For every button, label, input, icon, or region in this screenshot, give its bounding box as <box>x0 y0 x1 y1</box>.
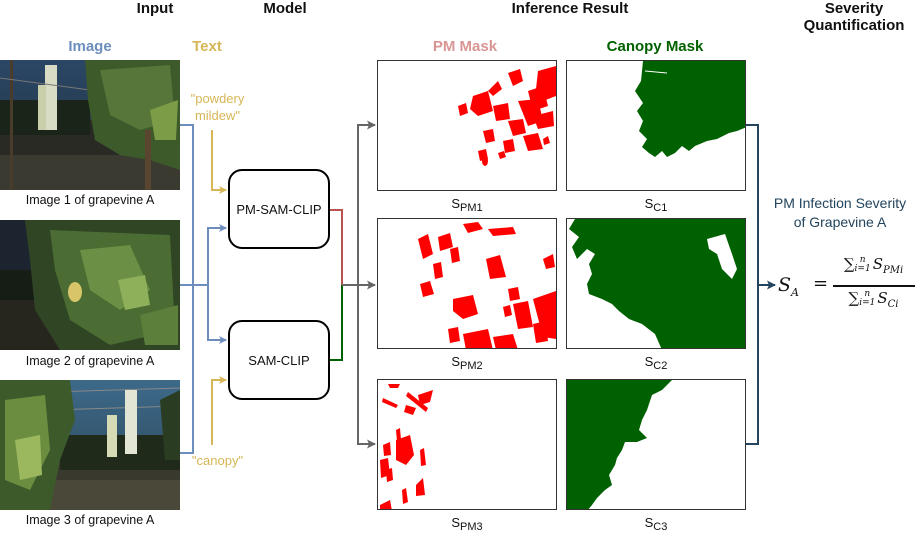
image-bus-lines <box>180 124 227 454</box>
subheader-text: Text <box>192 38 222 55</box>
formula-equals: = <box>813 273 829 294</box>
pm-mask-3 <box>377 379 557 510</box>
pm-mask-3-label-sub: PM3 <box>460 521 483 533</box>
grapevine-image-1 <box>0 60 180 190</box>
prompt-powdery-mildew: "powdery mildew" <box>180 90 255 124</box>
formula-den-s: S <box>877 289 888 307</box>
canopy-mask-1 <box>566 60 746 191</box>
inference-distribution-lines <box>342 120 376 449</box>
canopy-model-output-line <box>330 285 343 361</box>
pm-mask-3-blobs <box>380 384 433 509</box>
canopy-mask-3-shape <box>567 380 672 509</box>
header-severity-quantification: Severity Quantification <box>790 0 918 34</box>
canopy-mask-3 <box>566 379 746 510</box>
canopy-mask-2-label-main: S <box>644 354 654 369</box>
pm-mask-2 <box>377 218 557 349</box>
canopy-mask-1-label-sub: C1 <box>653 202 668 214</box>
header-model: Model <box>263 0 307 17</box>
formula-num-s: S <box>872 255 883 273</box>
formula-num-sum: ∑ <box>843 255 855 273</box>
canopy-mask-1-label-main: S <box>644 196 654 211</box>
text-prompt-lines <box>211 130 227 445</box>
header-severity-line2: Quantification <box>803 17 905 34</box>
canopy-mask-3-label-main: S <box>644 515 654 530</box>
pm-mask-1 <box>377 60 557 191</box>
header-input: Input <box>136 0 174 17</box>
model-pm-sam-clip[interactable]: PM-SAM-CLIP <box>228 169 330 249</box>
pm-mask-2-label: SPM2 <box>427 354 507 372</box>
pm-mask-1-blobs <box>458 66 556 166</box>
canopy-mask-2-label: SC2 <box>616 354 696 372</box>
subheader-pm-mask: PM Mask <box>432 38 498 55</box>
formula-lhs-symbol: S <box>778 274 792 296</box>
canopy-mask-3-label: SC3 <box>616 515 696 533</box>
canopy-mask-1-label: SC1 <box>616 196 696 214</box>
formula-num-sub: PMi <box>882 265 904 276</box>
subheader-image: Image <box>68 38 112 55</box>
model-sam-clip[interactable]: SAM-CLIP <box>228 320 330 400</box>
header-severity-line1: Severity <box>824 0 884 17</box>
formula-lhs: SA <box>778 274 799 299</box>
grapevine-image-3 <box>0 380 180 510</box>
image-2-caption: Image 2 of grapevine A <box>25 354 155 368</box>
canopy-mask-2-shape <box>569 219 745 348</box>
pm-mask-3-label-main: S <box>451 515 461 530</box>
canopy-mask-2-label-sub: C2 <box>653 360 668 372</box>
pm-mask-1-label-sub: PM1 <box>460 202 483 214</box>
pm-mask-3-label: SPM3 <box>427 515 507 533</box>
formula-num-sup: n <box>859 255 866 265</box>
pm-model-output-line <box>330 209 343 285</box>
image-3-caption: Image 3 of grapevine A <box>25 513 155 527</box>
formula-fraction-bar <box>833 285 915 287</box>
pm-mask-2-label-sub: PM2 <box>460 360 483 372</box>
formula-den-sup: n <box>864 289 871 299</box>
pm-mask-1-label-main: S <box>451 196 461 211</box>
pm-mask-1-label: SPM1 <box>427 196 507 214</box>
formula-num-from: i=1 <box>854 264 871 274</box>
pm-mask-2-blobs <box>418 222 556 348</box>
formula-den-sum: ∑ <box>848 289 860 307</box>
prompt-pm-line2: mildew" <box>194 108 241 123</box>
header-inference-result: Inference Result <box>511 0 629 17</box>
formula-den-from: i=1 <box>859 298 876 308</box>
severity-title-line1: PM Infection Severity <box>773 195 907 211</box>
severity-title-line2: of Grapevine A <box>793 214 887 230</box>
prompt-canopy: "canopy" <box>191 453 244 468</box>
canopy-mask-2 <box>566 218 746 349</box>
image-1-caption: Image 1 of grapevine A <box>25 193 155 207</box>
grapevine-image-2 <box>0 220 180 350</box>
prompt-pm-line1: "powdery <box>190 91 245 106</box>
canopy-mask-3-label-sub: C3 <box>653 521 668 533</box>
canopy-mask-1-shape <box>635 61 745 157</box>
formula-den-sub: Ci <box>887 299 899 310</box>
pm-mask-2-label-main: S <box>451 354 461 369</box>
subheader-canopy-mask: Canopy Mask <box>606 38 704 55</box>
severity-title: PM Infection Severity of Grapevine A <box>762 194 918 232</box>
severity-bracket-lines <box>746 124 776 445</box>
formula-lhs-sub: A <box>791 285 799 299</box>
